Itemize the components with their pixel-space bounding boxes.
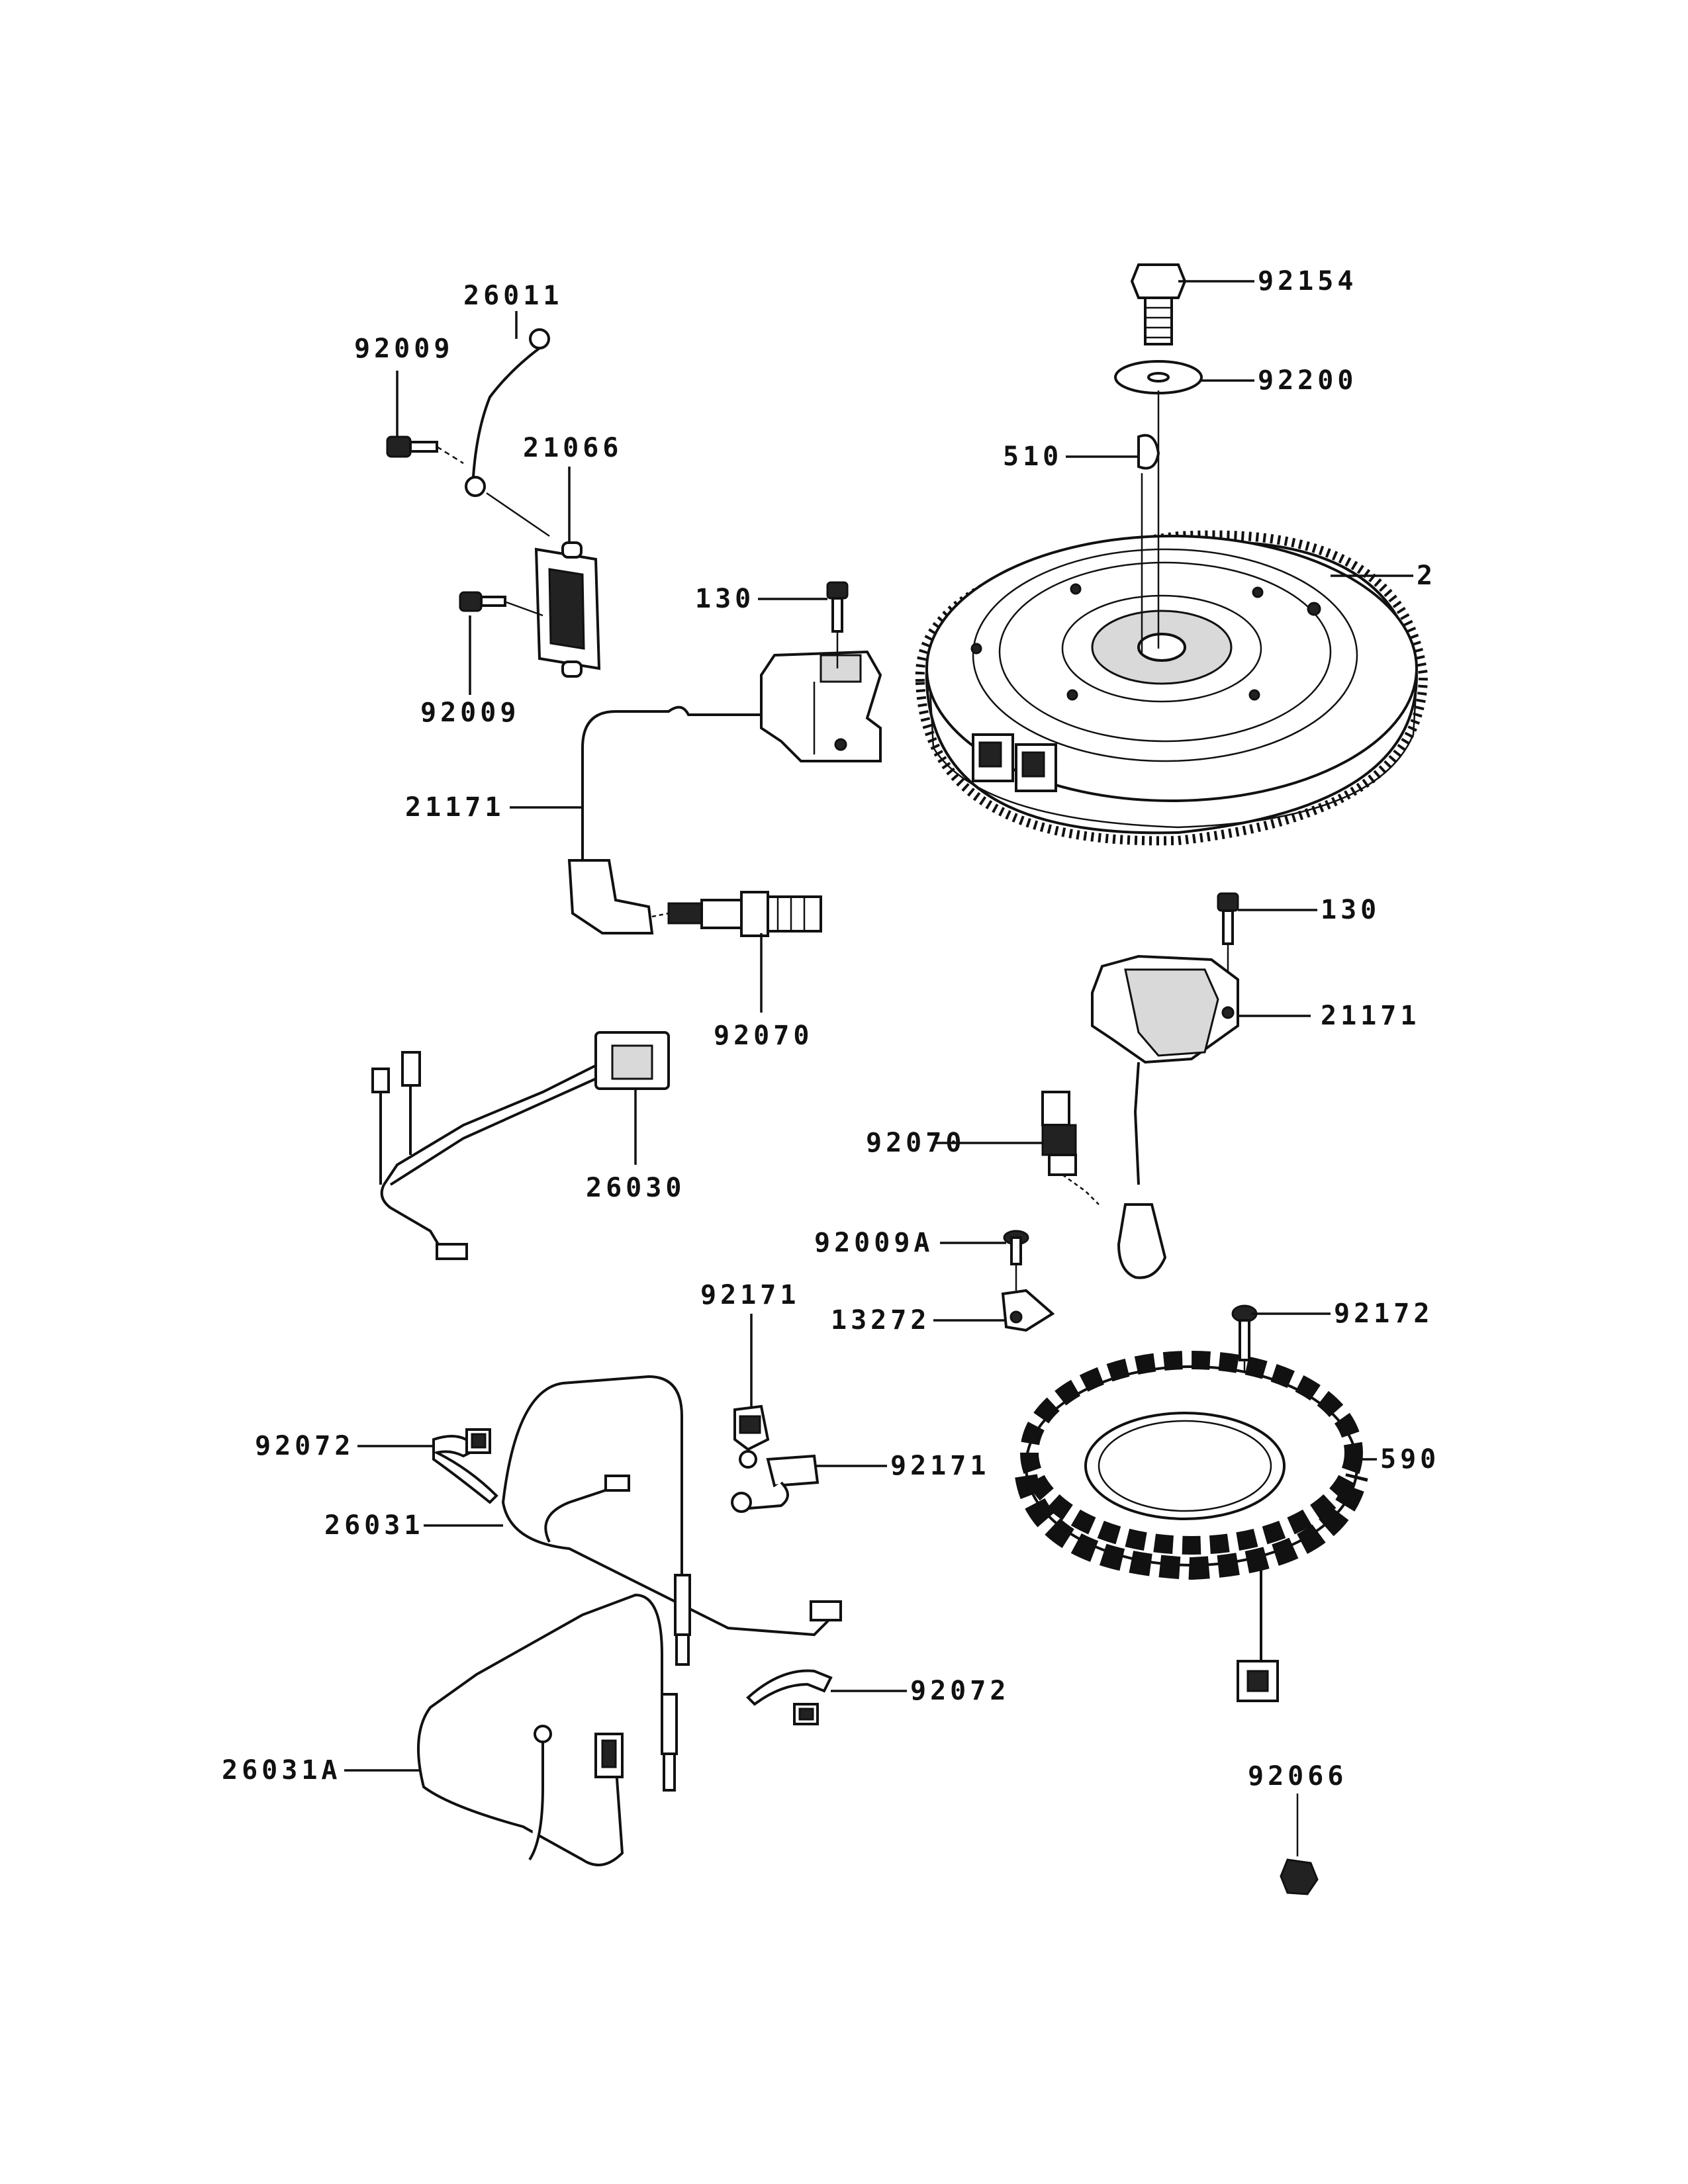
regulator-part[interactable] bbox=[534, 541, 601, 678]
stator-part[interactable] bbox=[1015, 1351, 1368, 1702]
terminal-cap-92072-left-part[interactable] bbox=[432, 1428, 498, 1504]
label-92171-top: 92171 bbox=[700, 1280, 800, 1310]
screw-92009A-part[interactable] bbox=[1003, 1230, 1029, 1265]
label-92009A: 92009A bbox=[814, 1228, 934, 1258]
label-92171-mid: 92171 bbox=[890, 1451, 990, 1481]
label-510: 510 bbox=[1003, 441, 1062, 472]
nut-92066-part[interactable] bbox=[1280, 1858, 1319, 1895]
label-92009-top: 92009 bbox=[354, 334, 453, 364]
wiring-harness-26030-part[interactable] bbox=[371, 1031, 670, 1260]
label-130-right: 130 bbox=[1321, 895, 1380, 925]
spark-plug-right-part[interactable] bbox=[1041, 1091, 1100, 1205]
terminal-92171-top-part[interactable] bbox=[733, 1404, 770, 1469]
flywheel-bolt-part[interactable] bbox=[1130, 263, 1187, 345]
label-21066: 21066 bbox=[523, 433, 622, 463]
label-92200: 92200 bbox=[1258, 365, 1357, 396]
label-92070-left: 92070 bbox=[714, 1021, 813, 1051]
label-92072-left: 92072 bbox=[255, 1431, 354, 1461]
terminal-cap-92072-right-part[interactable] bbox=[746, 1669, 833, 1725]
coil-bolt-right-part[interactable] bbox=[1217, 892, 1239, 945]
label-590: 590 bbox=[1380, 1444, 1440, 1475]
label-92172: 92172 bbox=[1334, 1298, 1433, 1329]
coil-bolt-left-part[interactable] bbox=[826, 581, 849, 633]
ignition-coil-left-part[interactable] bbox=[567, 650, 882, 934]
spark-plug-left-part[interactable] bbox=[667, 891, 822, 937]
label-26011: 26011 bbox=[463, 281, 563, 311]
label-130-top: 130 bbox=[695, 584, 755, 614]
label-92066: 92066 bbox=[1248, 1761, 1347, 1792]
terminal-92171-mid-part[interactable] bbox=[731, 1454, 820, 1513]
label-2: 2 bbox=[1417, 561, 1436, 591]
flywheel-part[interactable] bbox=[915, 530, 1429, 846]
ground-lead-part[interactable] bbox=[465, 328, 550, 497]
label-26030: 26030 bbox=[586, 1173, 685, 1203]
ignition-coil-right-part[interactable] bbox=[1091, 954, 1239, 1279]
bracket-13272-part[interactable] bbox=[1001, 1289, 1055, 1332]
label-92072-right: 92072 bbox=[910, 1676, 1009, 1706]
label-21171-right: 21171 bbox=[1321, 1001, 1420, 1031]
label-92070-right: 92070 bbox=[866, 1128, 965, 1158]
wiring-harness-26031A-part[interactable] bbox=[417, 1593, 678, 1866]
label-26031A: 26031A bbox=[222, 1755, 342, 1786]
label-92154: 92154 bbox=[1258, 266, 1357, 296]
label-21171-left: 21171 bbox=[405, 792, 504, 823]
screw-top-part[interactable] bbox=[386, 435, 438, 458]
flywheel-washer-part[interactable] bbox=[1114, 360, 1203, 394]
screw-bottom-part[interactable] bbox=[459, 591, 506, 612]
label-92009-bottom: 92009 bbox=[420, 698, 520, 728]
label-13272: 13272 bbox=[831, 1305, 930, 1336]
wiring-harness-26031-part[interactable] bbox=[501, 1375, 842, 1666]
label-26031: 26031 bbox=[324, 1510, 424, 1541]
flywheel-key-part[interactable] bbox=[1137, 433, 1160, 470]
